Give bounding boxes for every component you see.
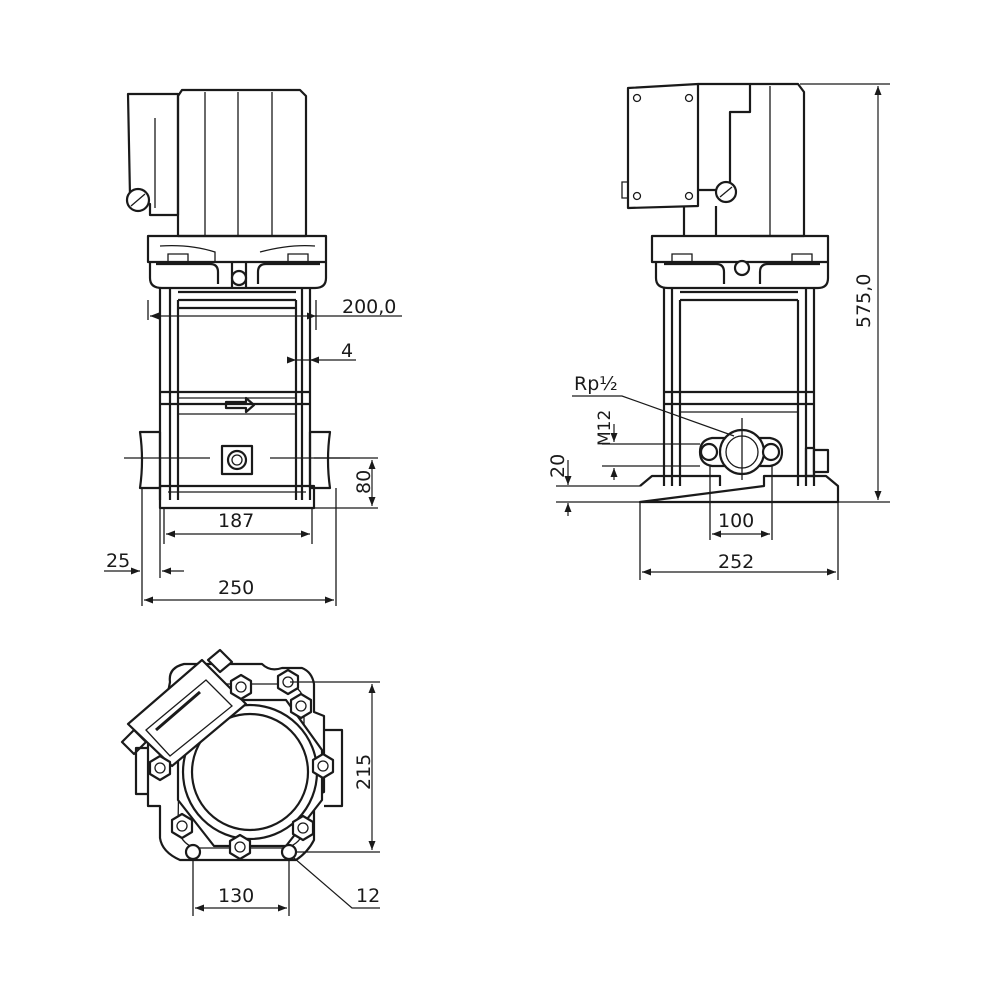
foot-hole-icon — [184, 843, 202, 861]
hex-nut-icon — [289, 692, 313, 720]
hex-nut-icon — [228, 833, 252, 861]
flow-arrow-icon — [224, 396, 256, 414]
dim-200: 200,0 — [342, 296, 396, 318]
front-terminal-box — [125, 92, 180, 217]
bolt-hole-icon — [761, 442, 781, 462]
front-view: 200,0 4 80 187 25 250 — [104, 88, 402, 606]
front-motor-flange — [146, 234, 328, 290]
dim-25: 25 — [106, 550, 130, 572]
dim-m12: M12 — [595, 410, 615, 446]
foot-hole-icon — [280, 843, 298, 861]
side-dimensions: 575,0 Rp½ M12 20 100 252 — [547, 83, 890, 580]
front-dimensions: 200,0 4 80 187 25 250 — [104, 296, 402, 606]
plan-dimensions: 215 130 12 — [192, 681, 380, 916]
front-motor — [176, 88, 308, 238]
front-drain-plug — [220, 444, 254, 476]
side-terminal-box — [621, 82, 752, 210]
dim-rp: Rp½ — [574, 373, 618, 395]
hex-nut-icon — [276, 668, 300, 696]
front-pump-body — [158, 288, 312, 500]
dim-575: 575,0 — [853, 274, 875, 328]
plan-bolts — [148, 668, 335, 861]
dim-80: 80 — [353, 470, 375, 494]
dim-187: 187 — [218, 510, 254, 532]
side-motor — [682, 82, 806, 238]
dim-252: 252 — [718, 551, 754, 573]
front-base — [158, 484, 316, 510]
dim-215: 215 — [353, 754, 375, 790]
hex-nut-icon — [148, 754, 172, 782]
side-pump-body — [662, 288, 830, 486]
hex-nut-icon — [291, 814, 315, 842]
side-view: 575,0 Rp½ M12 20 100 252 — [547, 82, 890, 580]
dim-12: 12 — [356, 885, 380, 907]
dim-250: 250 — [218, 577, 254, 599]
dim-4: 4 — [341, 340, 353, 362]
dim-130: 130 — [218, 885, 254, 907]
hex-nut-icon — [311, 752, 335, 780]
plan-view: 215 130 12 — [120, 648, 380, 916]
side-motor-flange — [650, 234, 830, 290]
dim-100: 100 — [718, 510, 754, 532]
side-inlet-flange — [698, 418, 784, 480]
hex-nut-icon — [229, 673, 253, 701]
hex-nut-icon — [170, 812, 194, 840]
dim-20: 20 — [547, 454, 569, 478]
plan-terminal-box — [120, 648, 248, 768]
side-base — [638, 474, 840, 504]
bolt-hole-icon — [699, 442, 719, 462]
